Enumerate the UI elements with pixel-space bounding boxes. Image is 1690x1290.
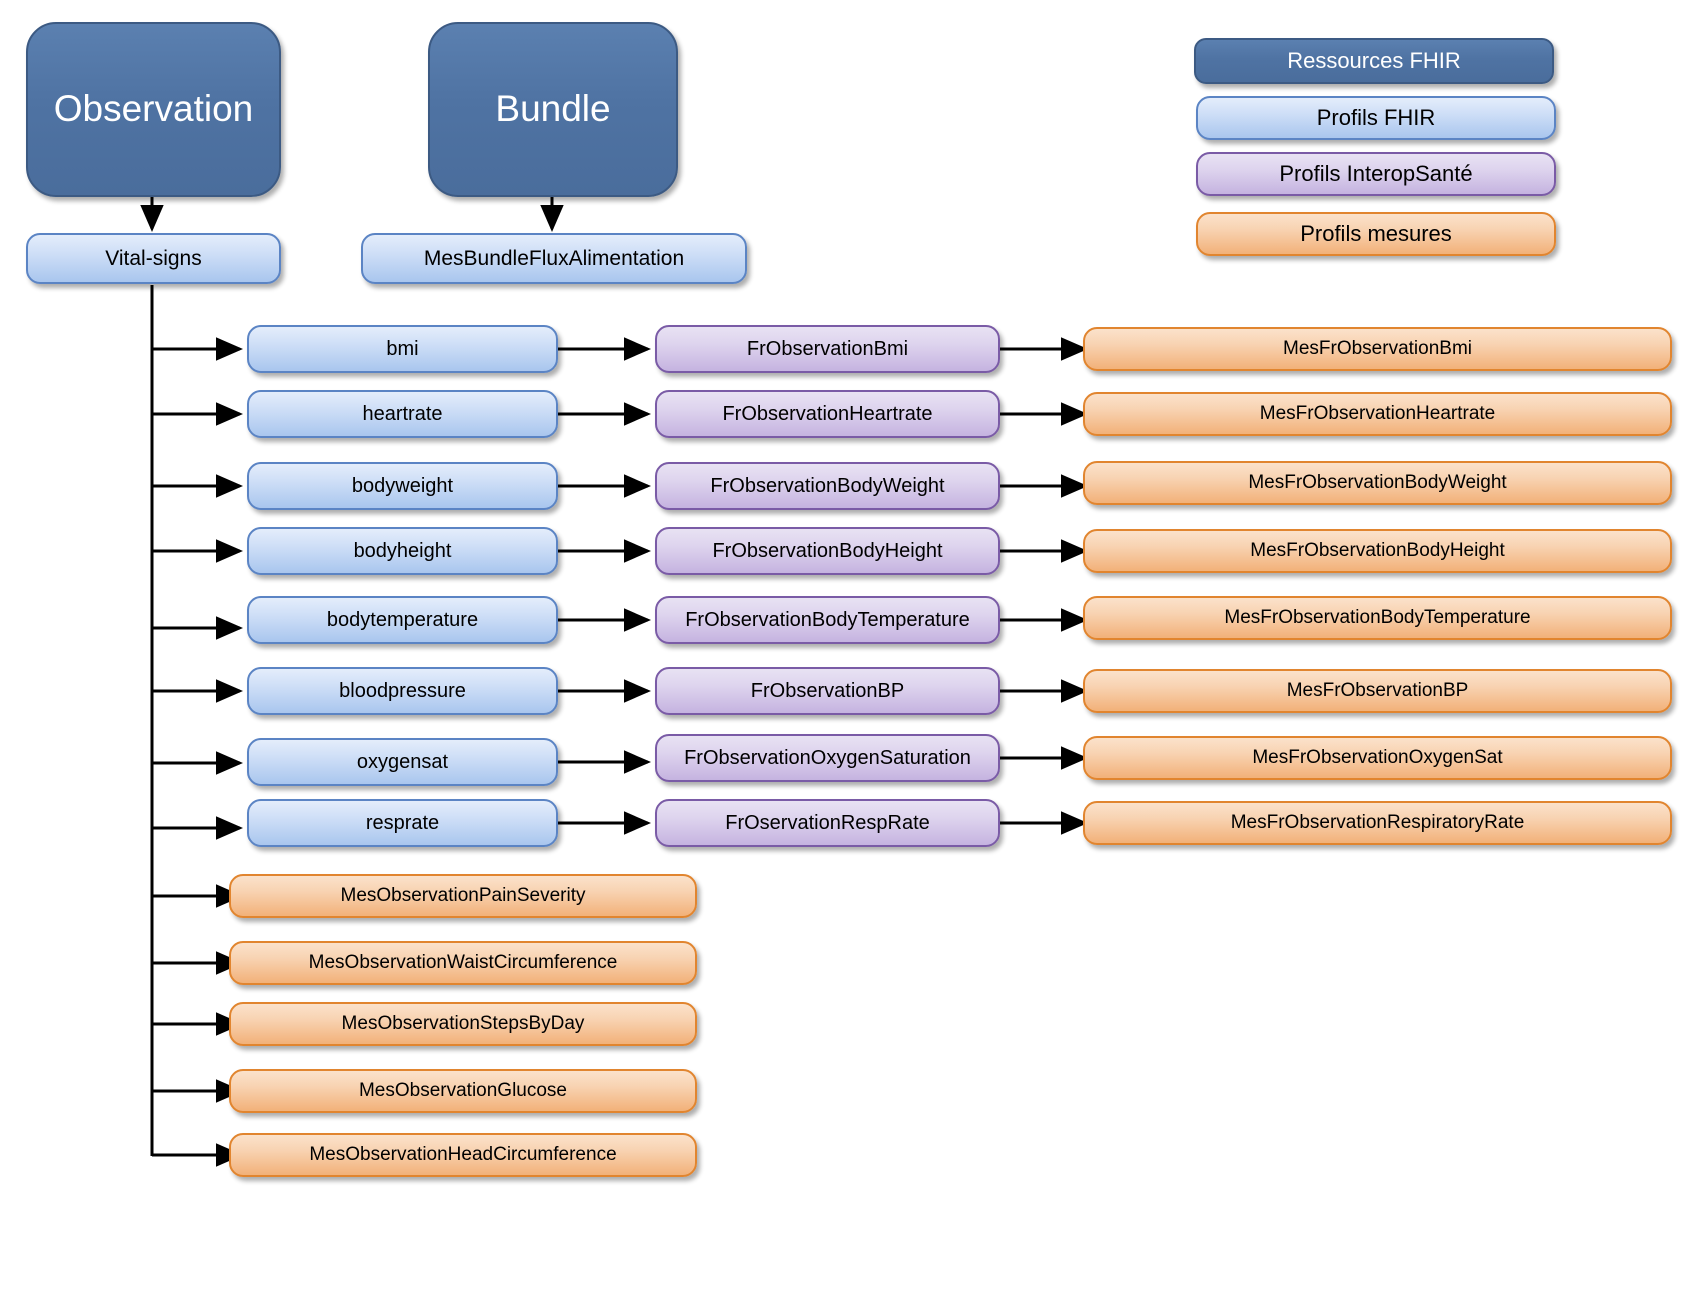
node-profile-mesobservationstepsbyday[interactable]: MesObservationStepsByDay (229, 1002, 697, 1046)
node-profile-frobservationbp[interactable]: FrObservationBP (655, 667, 1000, 715)
legend-label: Profils mesures (1300, 220, 1452, 246)
node-profile-frobservationbmi[interactable]: FrObservationBmi (655, 325, 1000, 373)
node-profile-heartrate[interactable]: heartrate (247, 390, 558, 438)
node-label: MesFrObservationBmi (1283, 337, 1472, 359)
node-profile-bmi[interactable]: bmi (247, 325, 558, 373)
node-profile-oxygensat[interactable]: oxygensat (247, 738, 558, 786)
node-label: bodyheight (353, 540, 452, 562)
node-label: Vital-signs (105, 246, 202, 270)
node-profile-mesfrobservationbodyheight[interactable]: MesFrObservationBodyHeight (1083, 529, 1672, 573)
node-label: FrObservationBodyHeight (712, 540, 943, 562)
node-profile-mesfrobservationheartrate[interactable]: MesFrObservationHeartrate (1083, 392, 1672, 436)
node-label: Observation (53, 88, 254, 130)
node-profile-bloodpressure[interactable]: bloodpressure (247, 667, 558, 715)
node-label: MesFrObservationHeartrate (1259, 402, 1496, 424)
node-resource-observation[interactable]: Observation (26, 22, 281, 197)
node-label: MesFrObservationBP (1286, 679, 1469, 701)
node-profile-frobservationbodyweight[interactable]: FrObservationBodyWeight (655, 462, 1000, 510)
node-label: MesFrObservationBodyHeight (1250, 539, 1505, 561)
node-profile-mesfrobservationbp[interactable]: MesFrObservationBP (1083, 669, 1672, 713)
legend-item-profils-interopsante: Profils InteropSanté (1196, 152, 1556, 196)
node-label: FrOservationRespRate (725, 812, 930, 834)
node-resource-bundle[interactable]: Bundle (428, 22, 678, 197)
legend-label: Profils FHIR (1316, 104, 1436, 130)
node-label: FrObservationBodyTemperature (685, 609, 970, 631)
node-profile-mesfrobservationoxygensat[interactable]: MesFrObservationOxygenSat (1083, 736, 1672, 780)
node-profile-vital-signs[interactable]: Vital-signs (26, 233, 281, 284)
node-profile-frobservationoxygensaturation[interactable]: FrObservationOxygenSaturation (655, 734, 1000, 782)
node-profile-bodyheight[interactable]: bodyheight (247, 527, 558, 575)
legend-label: Ressources FHIR (1287, 47, 1461, 73)
node-profile-frobservationbodyheight[interactable]: FrObservationBodyHeight (655, 527, 1000, 575)
node-label: bodyweight (351, 475, 454, 497)
node-profile-mesobservationwaistcircumference[interactable]: MesObservationWaistCircumference (229, 941, 697, 985)
node-label: MesBundleFluxAlimentation (423, 246, 685, 270)
legend-item-profils-fhir: Profils FHIR (1196, 96, 1556, 140)
node-label: FrObservationBmi (746, 338, 909, 360)
node-profile-resprate[interactable]: resprate (247, 799, 558, 847)
node-label: bmi (386, 338, 419, 360)
node-profile-mesobservationheadcircumference[interactable]: MesObservationHeadCircumference (229, 1133, 697, 1177)
node-label: bodytemperature (326, 609, 479, 631)
node-label: MesObservationWaistCircumference (308, 951, 618, 973)
node-profile-frobservationheartrate[interactable]: FrObservationHeartrate (655, 390, 1000, 438)
node-profile-mesfrobservationbmi[interactable]: MesFrObservationBmi (1083, 327, 1672, 371)
node-label: MesFrObservationBodyTemperature (1224, 606, 1531, 628)
node-label: FrObservationHeartrate (722, 403, 933, 425)
node-label: bloodpressure (339, 680, 466, 702)
node-label: MesObservationHeadCircumference (309, 1143, 617, 1165)
node-label: resprate (365, 812, 440, 834)
node-profile-mesfrobservationbodytemperature[interactable]: MesFrObservationBodyTemperature (1083, 596, 1672, 640)
node-label: MesObservationPainSeverity (340, 884, 586, 906)
node-label: oxygensat (356, 751, 449, 773)
node-label: Bundle (495, 88, 611, 130)
node-label: MesObservationGlucose (358, 1079, 568, 1101)
legend-item-profils-mesures: Profils mesures (1196, 212, 1556, 256)
node-profile-bodyweight[interactable]: bodyweight (247, 462, 558, 510)
node-label: heartrate (362, 403, 443, 425)
node-profile-frobservationbodytemperature[interactable]: FrObservationBodyTemperature (655, 596, 1000, 644)
node-profile-mesbundlefluxalimentation[interactable]: MesBundleFluxAlimentation (361, 233, 747, 284)
node-label: MesObservationStepsByDay (341, 1012, 585, 1034)
node-profile-mesfrobservationrespiratoryrate[interactable]: MesFrObservationRespiratoryRate (1083, 801, 1672, 845)
node-profile-bodytemperature[interactable]: bodytemperature (247, 596, 558, 644)
node-label: FrObservationBP (750, 680, 905, 702)
node-label: MesFrObservationRespiratoryRate (1230, 811, 1525, 833)
node-profile-mesobservationpainseverity[interactable]: MesObservationPainSeverity (229, 874, 697, 918)
node-label: FrObservationBodyWeight (710, 475, 945, 497)
node-label: MesFrObservationBodyWeight (1248, 471, 1507, 493)
node-profile-froservationresprate[interactable]: FrOservationRespRate (655, 799, 1000, 847)
node-profile-mesobservationglucose[interactable]: MesObservationGlucose (229, 1069, 697, 1113)
node-label: MesFrObservationOxygenSat (1252, 746, 1503, 768)
node-profile-mesfrobservationbodyweight[interactable]: MesFrObservationBodyWeight (1083, 461, 1672, 505)
node-label: FrObservationOxygenSaturation (684, 747, 971, 769)
legend-item-ressources-fhir: Ressources FHIR (1194, 38, 1554, 84)
legend-label: Profils InteropSanté (1279, 160, 1473, 186)
